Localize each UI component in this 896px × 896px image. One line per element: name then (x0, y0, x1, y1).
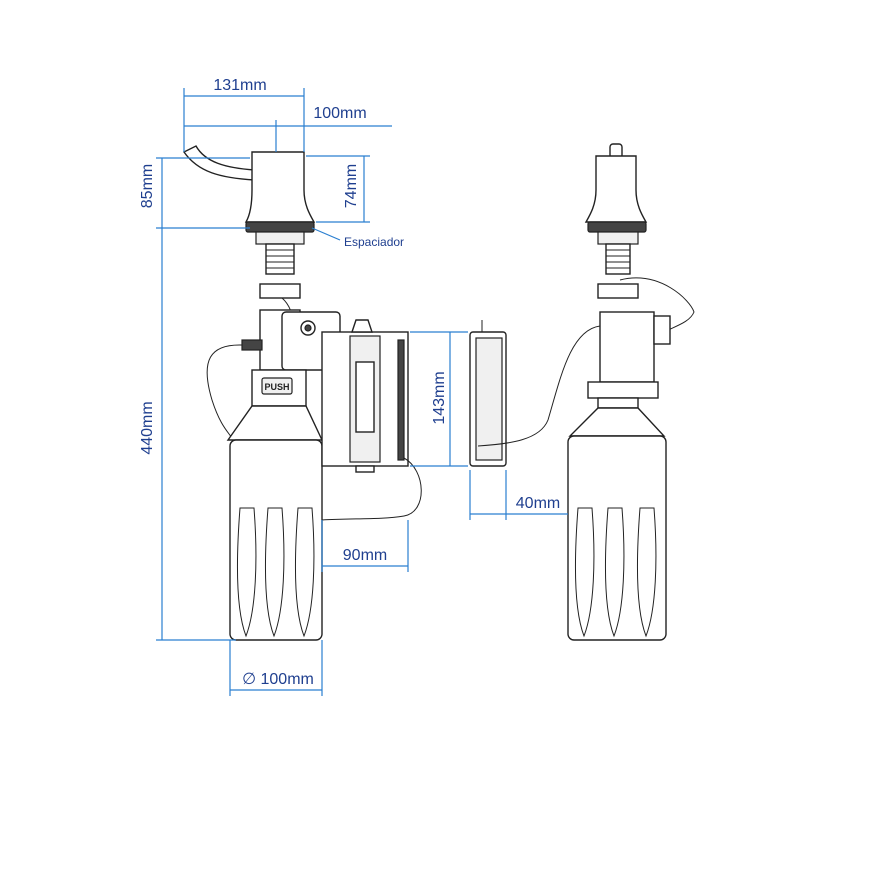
dim-143: 143mm (431, 371, 448, 424)
bottle-ribs (237, 507, 315, 638)
side-wire (619, 277, 695, 333)
dim-40: 40mm (516, 495, 560, 512)
spacer (255, 231, 305, 245)
side-bottle-ribs (575, 507, 657, 638)
side-shoulder (568, 407, 666, 437)
spout (182, 145, 256, 181)
control-box-foot (355, 465, 375, 473)
side-neck (597, 397, 639, 409)
front-view: PUSH (182, 145, 422, 641)
dim-diameter: ∅ 100mm (242, 671, 314, 688)
sensor-cable-left (206, 344, 243, 439)
side-collar (587, 381, 659, 399)
sensor-box-face (475, 337, 503, 461)
side-valve (653, 315, 671, 345)
side-pump-head (584, 155, 648, 223)
lock-nut (259, 283, 301, 299)
connector (241, 339, 263, 351)
bottle-body (229, 439, 323, 641)
pump-head (244, 151, 316, 223)
side-pump-ring (587, 221, 647, 233)
control-box-edge (397, 339, 405, 461)
threaded-shaft (265, 243, 295, 275)
side-sensor-cable (477, 325, 601, 447)
side-nut (597, 283, 639, 299)
dim-100: 100mm (313, 105, 366, 122)
control-box-window (355, 361, 375, 433)
side-bottle-body (567, 435, 667, 641)
dim-85: 85mm (139, 164, 156, 208)
dim-440: 440mm (139, 401, 156, 454)
side-spacer (597, 231, 639, 245)
adjust-knob-center (304, 324, 312, 332)
pump-base-ring (245, 221, 315, 233)
push-label: PUSH (264, 382, 289, 392)
bottle-shoulder (226, 405, 324, 441)
dim-131: 131mm (213, 77, 266, 94)
mount-tab (351, 319, 373, 333)
dim-90: 90mm (343, 547, 387, 564)
push-label-box (261, 377, 293, 395)
box-cable (321, 457, 422, 521)
spacer-label: Espaciador (344, 235, 404, 249)
dim-74: 74mm (343, 164, 360, 208)
side-pump-body (599, 311, 655, 383)
side-shaft (605, 243, 631, 275)
dimensions: 131mm 100mm 85mm 74mm Espaciador 440mm 1… (139, 77, 568, 696)
side-view (469, 143, 695, 641)
